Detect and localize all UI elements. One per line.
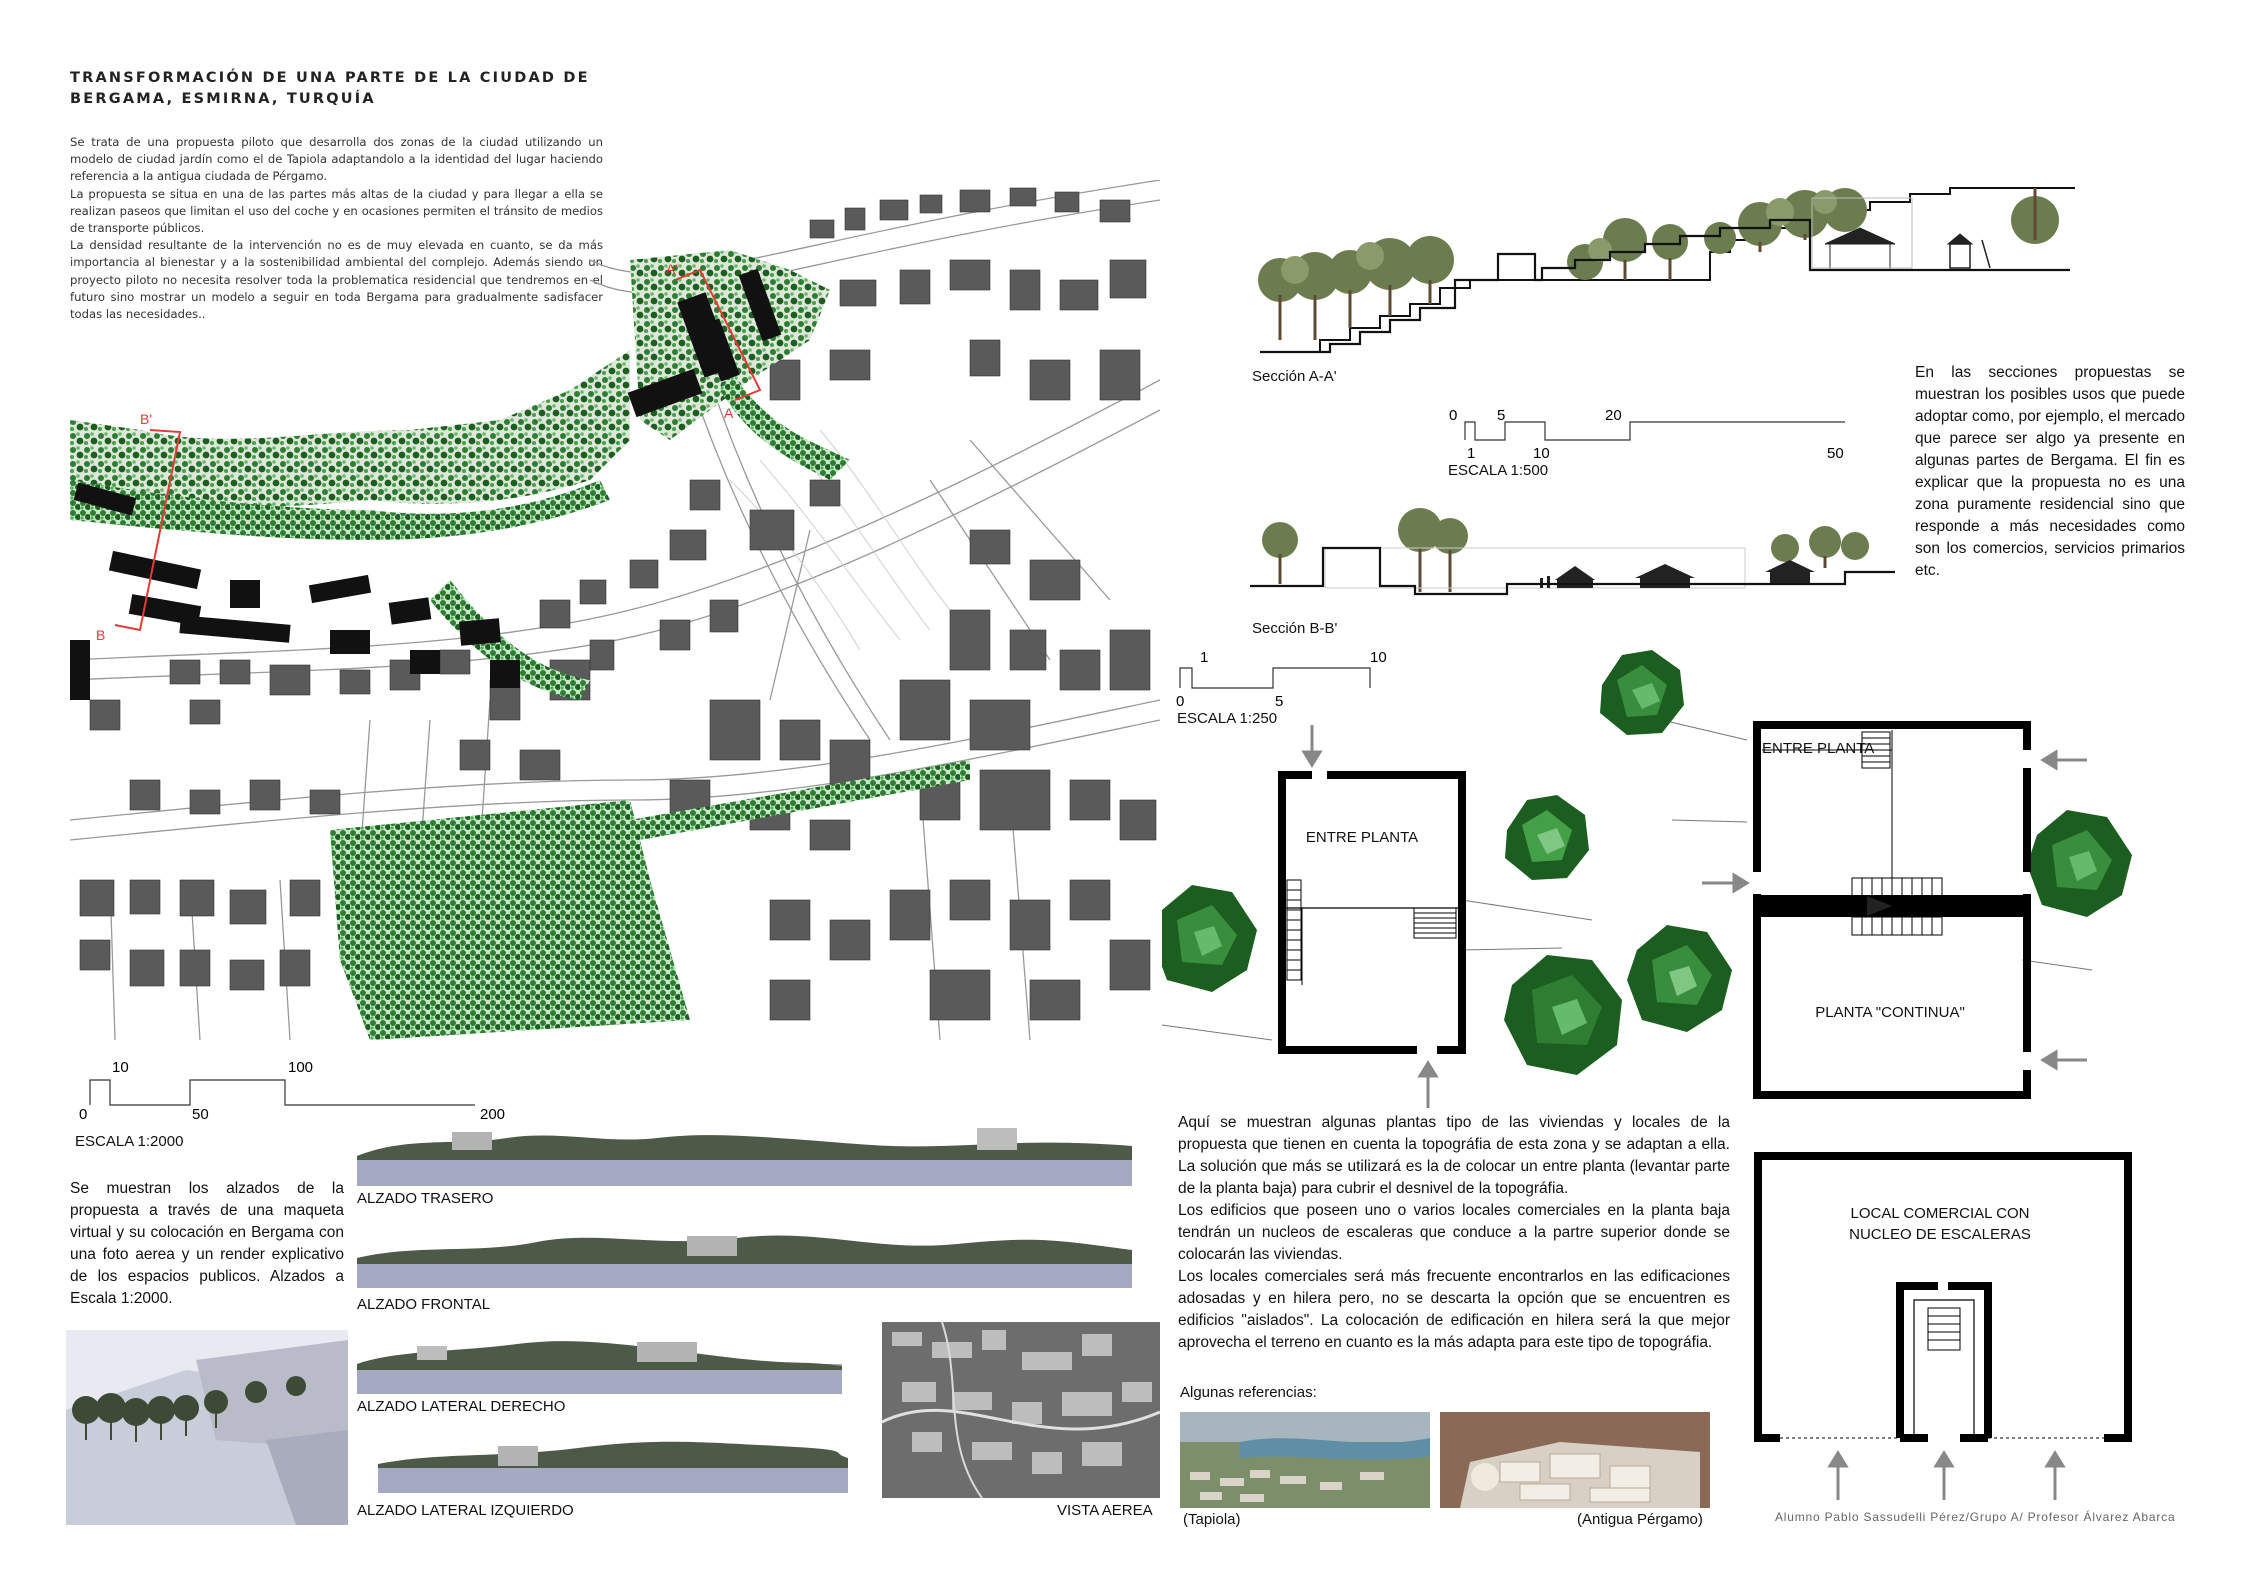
green-park-areas: [70, 250, 970, 1040]
scale-tick: 1: [1200, 649, 1208, 666]
sections-description: En las secciones propuestas se muestran …: [1915, 364, 2185, 579]
alzado-lateral-izquierdo-label: ALZADO LATERAL IZQUIERDO: [357, 1502, 574, 1519]
scale-tick: 50: [1827, 445, 1844, 462]
plan-entre-planta-right: [1753, 721, 2031, 1099]
entre-planta-label-left: ENTRE PLANTA: [1305, 829, 1419, 846]
section-aa-drawing: [1258, 187, 2075, 353]
intro-paragraph-1: Se trata de una propuesta piloto que des…: [70, 135, 603, 184]
section-line-aa: [674, 268, 762, 401]
section-mark-b: B: [96, 627, 105, 643]
scale-tick: 10: [112, 1060, 129, 1076]
section-mark-a-prime: A': [666, 261, 678, 277]
section-bb-label: Sección B-B': [1252, 620, 1338, 637]
intro-paragraph-3: La densidad resultante de la intervenció…: [70, 238, 603, 322]
scale-tick: 20: [1605, 407, 1622, 424]
alzado-lateral-izquierdo-image: [378, 1441, 848, 1493]
site-plan-map: A' A B' B: [70, 180, 1161, 1041]
references-heading: Algunas referencias:: [1180, 1384, 1317, 1401]
scale-tick: 0: [1449, 407, 1457, 424]
alzado-frontal-label: ALZADO FRONTAL: [357, 1296, 491, 1313]
floor-plans: [1162, 650, 2132, 1108]
map-scale-bar: 10 100 0 50 200: [79, 1060, 505, 1123]
author-credit: Alumno Pablo Sassudelli Pérez/Grupo A/ P…: [1775, 1510, 2176, 1524]
local-comercial-label: LOCAL COMERCIAL CON NUCLEO DE ESCALERAS: [1810, 1203, 2070, 1245]
scale-tick: 200: [480, 1106, 505, 1123]
vista-aerea-label: VISTA AEREA: [1057, 1502, 1153, 1519]
section-aa-profile: [1260, 218, 2070, 354]
scale-tick: 1: [1467, 445, 1475, 462]
entre-planta-label-right: ENTRE PLANTA: [1762, 740, 1875, 757]
scale-tick: 5: [1275, 693, 1283, 710]
plans-description: Aquí se muestran algunas plantas tipo de…: [1178, 1112, 1730, 1354]
section-aa-label: Sección A-A': [1252, 368, 1337, 385]
public-space-render: [66, 1330, 348, 1525]
section-aa-scale-label: ESCALA 1:500: [1448, 462, 1549, 479]
section-aa-scale-bar: 0 5 20 1 10 50: [1449, 407, 1845, 462]
proposed-buildings: [70, 268, 782, 700]
existing-buildings: [79, 187, 1157, 1021]
page-title: TRANSFORMACIÓN DE UNA PARTE DE LA CIUDAD…: [70, 70, 590, 107]
scale-tick: 0: [79, 1106, 87, 1123]
reference-tapiola-image: [1180, 1412, 1430, 1508]
alzado-trasero-label: ALZADO TRASERO: [357, 1190, 494, 1207]
section-line-bb: [114, 429, 182, 632]
section-bb-drawing: [1250, 508, 1895, 596]
alzado-lateral-derecho-label: ALZADO LATERAL DERECHO: [357, 1398, 566, 1415]
aerial-photo: [882, 1322, 1160, 1498]
plans-paragraph-3: Los locales comerciales será más frecuen…: [1178, 1268, 1730, 1351]
section-bb-scale-bar: 1 10 0 5: [1176, 649, 1387, 710]
scale-tick: 10: [1370, 649, 1387, 666]
spacer: [1745, 1142, 1746, 1143]
plans-paragraph-2: Los edificios que poseen uno o varios lo…: [1178, 1202, 1730, 1263]
intro-text: Se trata de una propuesta piloto que des…: [70, 134, 603, 323]
section-mark-b-prime: B': [140, 411, 152, 427]
alzado-lateral-derecho-image: [357, 1341, 842, 1394]
reference-tapiola-caption: (Tapiola): [1183, 1511, 1241, 1528]
scale-tick: 100: [288, 1060, 313, 1076]
scale-tick: 50: [192, 1106, 209, 1123]
alzado-frontal-image: [357, 1235, 1132, 1288]
plans-paragraph-1: Aquí se muestran algunas plantas tipo de…: [1178, 1114, 1730, 1197]
scale-tick: 0: [1176, 693, 1184, 710]
section-mark-a: A: [724, 405, 734, 421]
plan-entre-planta-left: [1278, 771, 1466, 1054]
local-comercial-line-1: LOCAL COMERCIAL CON: [1850, 1205, 2030, 1222]
reference-pergamo-caption: (Antigua Pérgamo): [1577, 1511, 1703, 1528]
local-comercial-line-2: NUCLEO DE ESCALERAS: [1849, 1226, 2031, 1243]
intro-paragraph-2: La propuesta se situa en una de las part…: [70, 186, 603, 236]
section-bb-scale-label: ESCALA 1:250: [1177, 710, 1278, 727]
plan-arrows: [1301, 725, 1439, 1108]
plan-local-comercial-drawing: [1754, 1152, 2132, 1500]
reference-pergamo-image: [1440, 1412, 1710, 1508]
planta-continua-label: PLANTA "CONTINUA": [1815, 1004, 1965, 1021]
plan-trees: [1162, 650, 2132, 1075]
alzados-description: Se muestran los alzados de la propuesta …: [70, 1180, 344, 1307]
scale-tick: 10: [1533, 445, 1550, 462]
scale-tick: 5: [1497, 407, 1505, 424]
map-scale-label: ESCALA 1:2000: [75, 1133, 184, 1150]
alzado-trasero-image: [357, 1128, 1132, 1186]
